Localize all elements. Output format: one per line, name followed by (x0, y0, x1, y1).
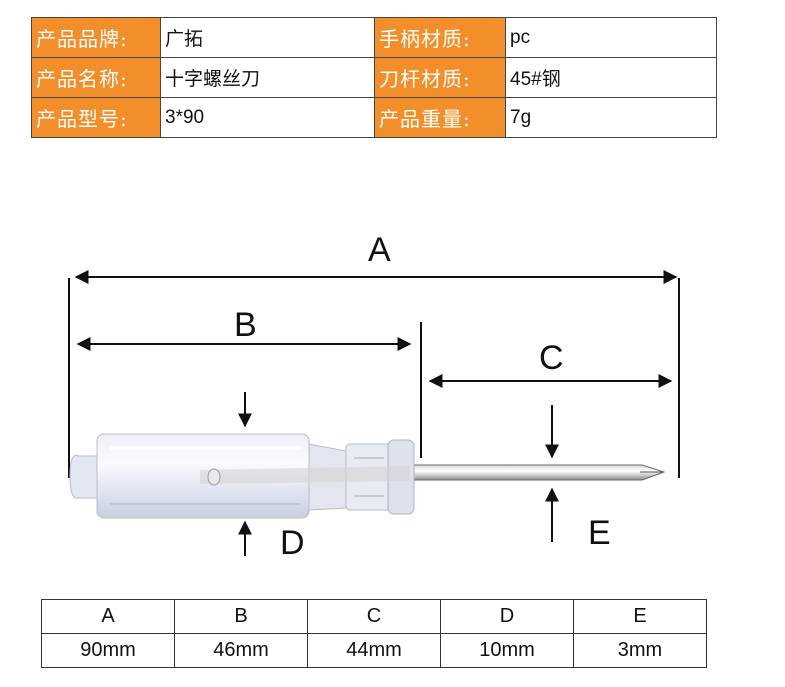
weight-value: 7g (505, 97, 717, 138)
brand-value: 广拓 (160, 17, 375, 58)
shaft-material-label: 刀杆材质: (374, 57, 506, 98)
dimension-label-b: B (234, 306, 257, 344)
handle-material-value: pc (505, 17, 717, 58)
dimension-label-a: A (368, 231, 391, 269)
spec-row: 产品名称: 十字螺丝刀 刀杆材质: 45#钢 (31, 57, 717, 98)
spec-row: 产品品牌: 广拓 手柄材质: pc (31, 17, 717, 58)
dimension-label-d: D (280, 524, 305, 562)
dimension-value-b: 46mm (174, 633, 308, 668)
spec-table: 产品品牌: 广拓 手柄材质: pc 产品名称: 十字螺丝刀 刀杆材质: 45#钢… (31, 17, 717, 138)
dimension-value-row: 90mm 46mm 44mm 10mm 3mm (41, 633, 707, 668)
model-label: 产品型号: (31, 97, 161, 138)
spec-row: 产品型号: 3*90 产品重量: 7g (31, 97, 717, 138)
shaft-material-value: 45#钢 (505, 57, 717, 98)
dimension-header-row: A B C D E (41, 599, 707, 634)
screwdriver-shaft (409, 464, 666, 481)
product-name-value: 十字螺丝刀 (160, 57, 375, 98)
dimension-header-d: D (440, 599, 574, 634)
weight-label: 产品重量: (374, 97, 506, 138)
dimension-value-d: 10mm (440, 633, 574, 668)
dimension-header-a: A (41, 599, 175, 634)
product-name-label: 产品名称: (31, 57, 161, 98)
screwdriver-diagram: A B C D E (68, 231, 680, 562)
handle-material-label: 手柄材质: (374, 17, 506, 58)
dimension-value-a: 90mm (41, 633, 175, 668)
dimension-label-e: E (588, 514, 611, 552)
dimension-header-b: B (174, 599, 308, 634)
dimension-table: A B C D E 90mm 46mm 44mm 10mm 3mm (41, 599, 707, 668)
screwdriver-handle (69, 433, 415, 519)
dimension-header-e: E (573, 599, 707, 634)
dimension-header-c: C (307, 599, 441, 634)
brand-label: 产品品牌: (31, 17, 161, 58)
model-value: 3*90 (160, 97, 375, 138)
dimension-value-c: 44mm (307, 633, 441, 668)
dimension-value-e: 3mm (573, 633, 707, 668)
dimension-label-c: C (539, 339, 564, 377)
